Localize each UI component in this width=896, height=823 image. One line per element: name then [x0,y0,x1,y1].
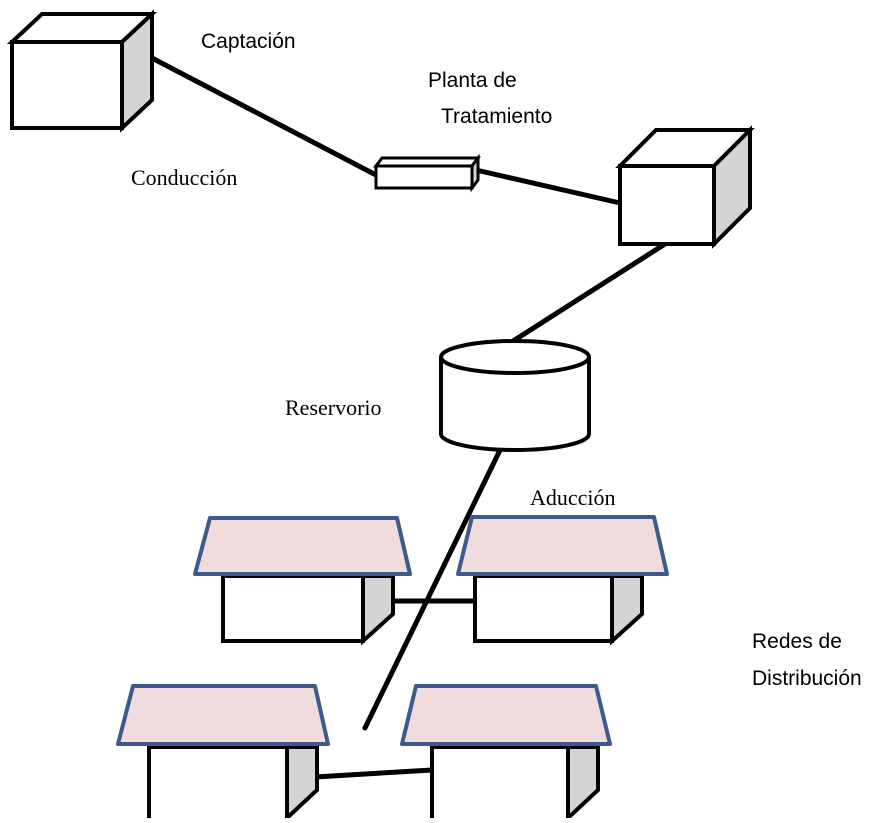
house-body [473,574,614,643]
reservorio-cylinder-icon [439,339,591,452]
house-bottom-left-icon [116,684,330,823]
captacion-tank-icon [6,9,158,133]
segment-front [374,164,474,190]
planta-box-front [618,164,716,246]
house-side [285,745,319,823]
house-body [147,745,289,823]
label-redes-line2: Distribución [752,667,862,690]
house-roof [456,515,669,576]
label-planta-line1: Planta de [428,69,517,92]
cylinder-body [439,357,591,452]
house-top-left-icon [193,516,412,646]
distribution-pipe-bottom [312,767,435,780]
house-body [430,745,570,823]
house-side [361,574,395,646]
house-side [610,574,644,646]
label-planta-line2: Tratamiento [441,105,552,128]
house-bottom-right-icon [400,684,612,823]
house-side [566,745,600,823]
house-roof [116,684,330,746]
conduccion-segment-icon [373,153,481,193]
house-roof [400,684,612,746]
planta-tratamiento-icon [615,125,755,249]
label-redes-line1: Redes de [752,630,842,653]
house-body [221,574,365,643]
label-aduccion: Aducción [530,485,616,510]
house-top-right-icon [456,515,669,646]
conduccion-pipe-2 [473,167,623,206]
pipe-planta-to-reservorio [507,241,668,346]
aduccion-pipe [362,445,504,731]
label-conduccion: Conducción [131,165,237,190]
label-captacion: Captación [201,30,296,53]
conduccion-pipe-1 [147,54,379,178]
pipes [147,54,668,780]
captacion-box-front [10,40,124,130]
cylinder-top [439,339,591,375]
label-reservorio: Reservorio [285,395,382,420]
house-roof [193,516,412,576]
